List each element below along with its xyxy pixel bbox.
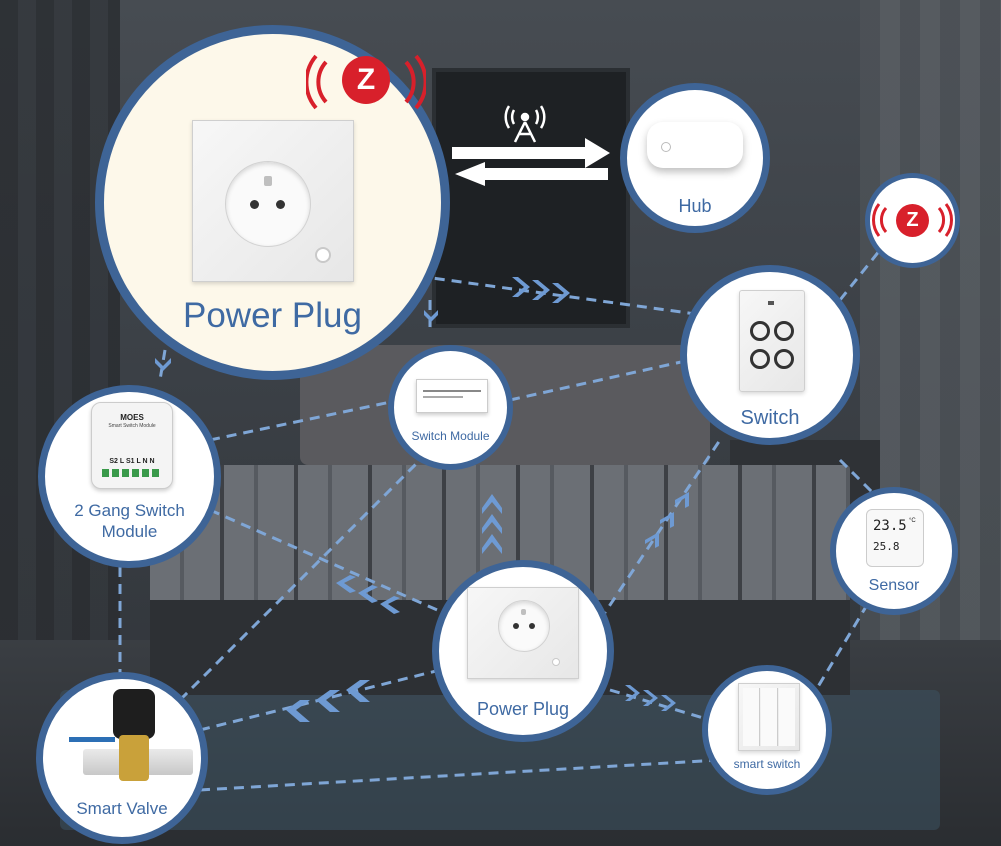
zigbee-node-right: Z [865,173,960,268]
power-plug-main-node: Power Plug [95,25,450,380]
device-text-line [423,396,463,398]
switch-module-node: Switch Module [388,345,513,470]
rocker-2 [761,688,778,746]
valve-actuator [113,689,155,739]
smart-valve-node: Smart Valve [36,672,208,844]
switch-label: Switch [740,407,800,429]
socket-ring [498,600,550,652]
touch-button-1 [750,321,770,341]
smart-valve-label: Smart Valve [76,799,168,818]
gang-module-label-line1: 2 Gang Switch [74,501,185,520]
device-brand: MOES [120,413,144,422]
power-plug-center-node: Power Plug [432,560,614,742]
switch-module-label: Switch Module [411,429,490,443]
rocker-1 [743,688,760,746]
rocker-3 [779,688,795,746]
gang-module-label: 2 Gang Switch Module [45,500,214,542]
hub-button [661,142,671,152]
socket-plate [192,120,354,282]
zigbee-icon: Z [342,56,390,104]
indicator-led [315,247,331,263]
device-terminals: S2 L S1 L N N [109,458,155,465]
smart-switch-panel [738,683,800,751]
wall-art [432,68,630,328]
sensor-unit: °C [909,518,916,524]
socket-ring [225,161,311,247]
hub-node: Hub [620,83,770,233]
sensor-humidity: 25.8 [873,540,900,553]
smart-switch-label: smart switch [733,757,801,771]
indicator-led [552,658,560,666]
switch-node: Switch [680,265,860,445]
power-plug-main-label: Power Plug [183,296,362,335]
sensor-node: 23.5 °C 25.8 Sensor [830,487,958,615]
device-text-line [423,390,481,392]
power-plug-center-label: Power Plug [476,699,570,719]
switch-module-device [416,379,488,413]
wifi-waves-icon [304,54,428,110]
sensor-temp: 23.5 [873,518,907,534]
hub-device [647,122,743,168]
wifi-waves-icon [872,203,953,237]
sensor-device: 23.5 °C 25.8 [866,509,924,567]
zigbee-signal-top: Z [304,42,428,122]
hub-label: Hub [678,196,712,216]
device-title: Smart Switch Module [108,423,156,429]
gang-module-device: MOES Smart Switch Module S2 L S1 L N N [91,402,173,489]
touch-switch-panel [739,290,805,392]
smart-switch-node: smart switch [702,665,832,795]
sensor-label: Sensor [868,577,920,594]
socket-hole-left [513,623,519,629]
zigbee-icon: Z [896,204,929,237]
earth-pin [521,609,526,615]
touch-button-4 [774,349,794,369]
brass-valve [119,735,149,781]
touch-button-2 [774,321,794,341]
wifi-indicator-icon [768,301,774,305]
socket-hole-right [529,623,535,629]
touch-button-3 [750,349,770,369]
earth-pin [264,176,272,186]
terminal-block [102,469,162,477]
gang-module-label-line2: Module [101,522,158,541]
gang-switch-module-node: MOES Smart Switch Module S2 L S1 L N N 2… [38,385,221,568]
socket-plate [467,587,579,679]
socket-hole-right [276,200,285,209]
socket-hole-left [250,200,259,209]
valve-handle [69,737,115,742]
